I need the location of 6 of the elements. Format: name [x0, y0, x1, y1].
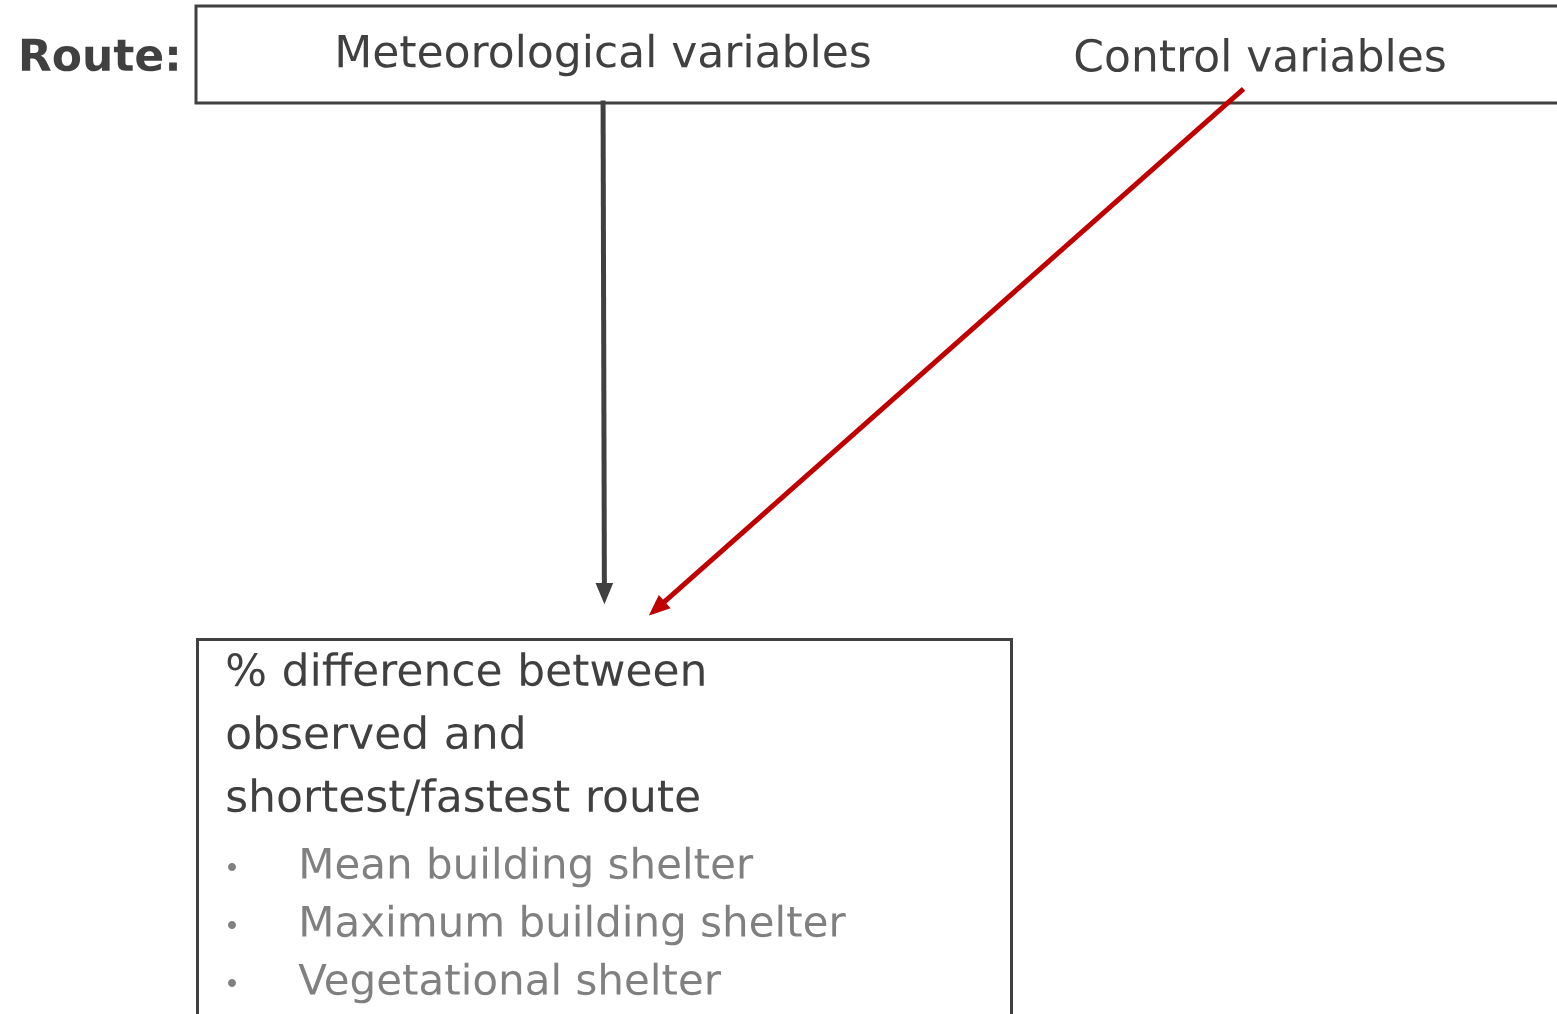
- variable-label: Meteorological variables: [338, 33, 870, 77]
- list-item: Vegetational shelter: [298, 962, 722, 1004]
- list-item: Mean building shelter: [302, 846, 754, 888]
- node-label: Route:: [21, 38, 177, 72]
- list-item: Maximum building shelter: [302, 904, 846, 946]
- variable-label: Control variables: [1075, 38, 1445, 73]
